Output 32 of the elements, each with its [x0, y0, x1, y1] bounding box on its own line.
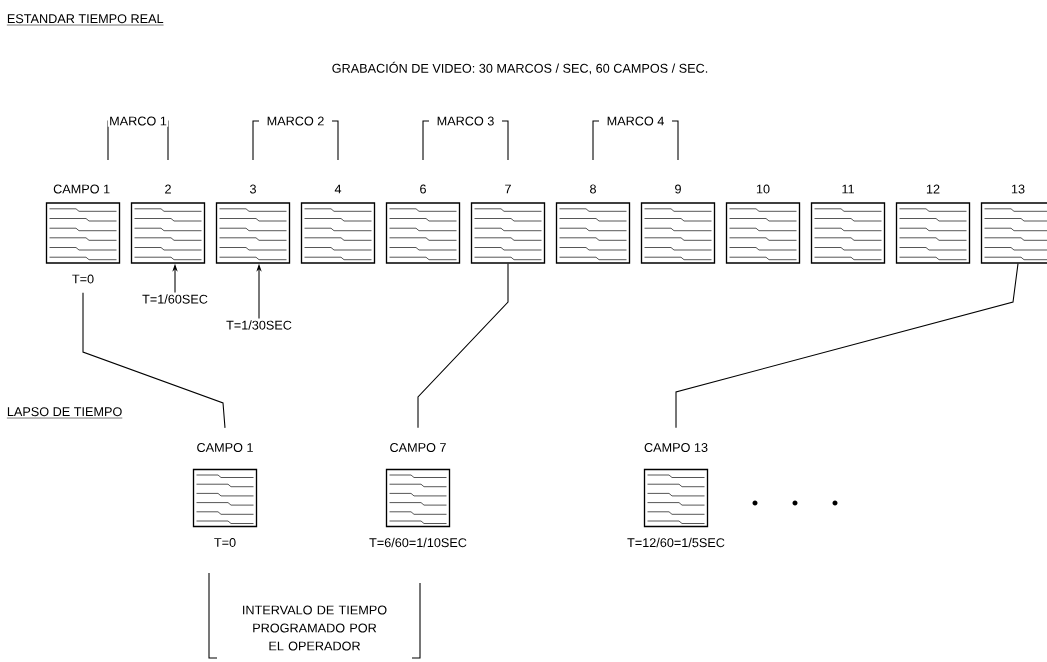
interval-note: INTERVALO DE TIEMPO PROGRAMADO POR EL OPERADOR	[243, 605, 387, 651]
field-label: CAMPO 13	[644, 443, 708, 452]
connector-line	[417, 263, 509, 429]
field-label: 2	[165, 184, 171, 194]
field-label: 10	[756, 184, 770, 194]
frame-bracket: MARCO 3	[422, 115, 509, 161]
time-label: T=0	[72, 274, 94, 284]
field-label: 8	[590, 184, 596, 194]
section-heading: LAPSO DE TIEMPO	[6, 407, 123, 419]
frame-bracket: MARCO 4	[592, 115, 679, 161]
time-label: T=6/60=1/10SEC	[369, 537, 467, 548]
connector-line	[82, 292, 226, 429]
field-label: 7	[505, 184, 511, 194]
time-label: T=12/60=1/5SEC	[627, 537, 725, 548]
heading: GRABACIÓN DE VIDEO: 30 MARCOS / SEC, 60 CAMPOS / SEC.	[332, 61, 708, 75]
field-label: 12	[926, 184, 940, 194]
time-label: T=1/60SEC	[142, 294, 208, 304]
connector-line	[675, 263, 1019, 429]
frame-bracket: MARCO 1	[107, 115, 169, 161]
field-label: 11	[842, 184, 854, 194]
field-label: 4	[334, 184, 342, 194]
field-label: 6	[420, 184, 426, 194]
field-label: 13	[1011, 184, 1025, 194]
field-label: 3	[249, 184, 256, 194]
time-label: T=0	[214, 538, 236, 547]
frame-bracket: MARCO 2	[252, 115, 339, 161]
field-label: CAMPO 1	[197, 443, 253, 452]
field-label: CAMPO 1	[53, 184, 110, 194]
section-heading: ESTANDAR TIEMPO REAL	[6, 14, 164, 26]
field-label: CAMPO 7	[390, 443, 446, 452]
field-label: 9	[675, 184, 681, 194]
time-label: T=1/30SEC	[226, 320, 292, 330]
